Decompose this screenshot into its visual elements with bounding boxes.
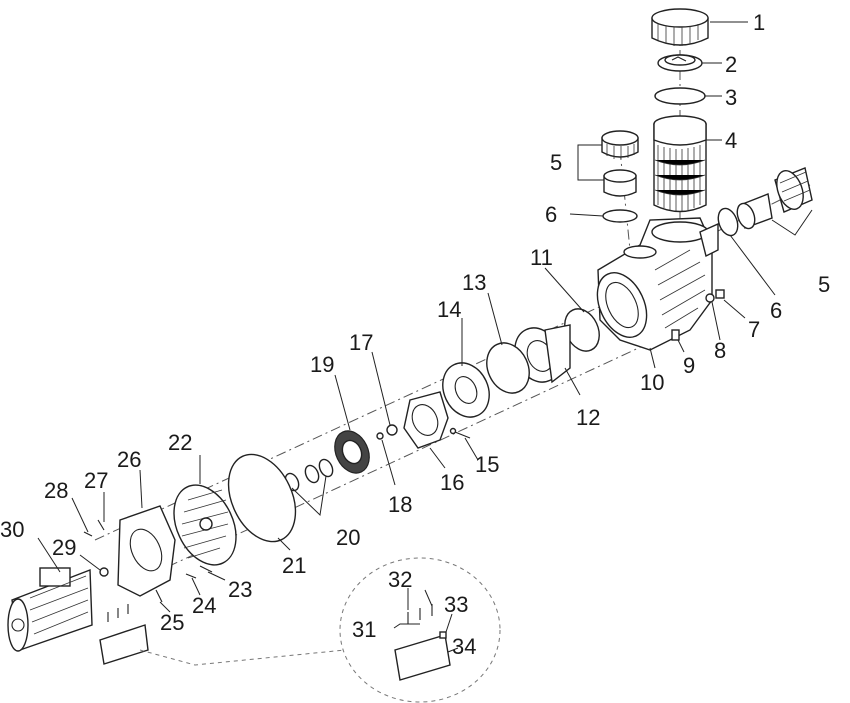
- part-strainer-basket: [653, 115, 707, 213]
- part-oring-right: [717, 207, 739, 237]
- callout-4: 4: [725, 128, 737, 153]
- callout-14: 14: [437, 297, 461, 322]
- part-drain-plugs: [671, 289, 725, 341]
- callout-11: 11: [530, 245, 553, 270]
- callout-12: 12: [576, 405, 600, 430]
- callout-27: 27: [84, 468, 108, 493]
- callout-6-left: 6: [545, 202, 557, 227]
- detail-callout-view: [139, 557, 501, 703]
- callout-15: 15: [475, 452, 499, 477]
- callout-18: 18: [388, 492, 412, 517]
- callout-5-left: 5: [550, 150, 562, 175]
- callout-19: 19: [310, 352, 334, 377]
- callout-21: 21: [282, 553, 306, 578]
- callout-1: 1: [753, 10, 765, 35]
- callout-10: 10: [640, 370, 664, 395]
- part-impeller: [334, 430, 370, 474]
- part-motor-foot: [99, 604, 149, 665]
- callout-32: 32: [388, 567, 412, 592]
- callout-5-right: 5: [818, 272, 830, 297]
- part-housing-oring: [227, 453, 297, 543]
- callout-6-right: 6: [770, 298, 782, 323]
- part-union-left: [601, 130, 639, 197]
- part-motor: [7, 567, 93, 652]
- part-lid-ring: [651, 8, 709, 46]
- callout-34: 34: [452, 634, 476, 659]
- part-lid-oring: [654, 87, 706, 105]
- part-seals-17-18: [376, 424, 398, 440]
- part-seal-plate: [442, 362, 490, 418]
- callout-2: 2: [725, 52, 737, 77]
- callout-7: 7: [748, 317, 760, 342]
- callout-labels: 1 2 3 4 5 6 11 13 14 17 19 5 6 7 8 9 10 …: [0, 10, 830, 659]
- part-lid: [657, 54, 703, 72]
- callout-24: 24: [192, 593, 216, 618]
- callout-3: 3: [725, 85, 737, 110]
- part-adapter-cover: [173, 484, 237, 566]
- part-motor-bracket: [117, 505, 176, 597]
- part-seal-plate-oring: [486, 342, 530, 394]
- part-shaft-seal: [284, 458, 334, 492]
- part-bracket-16: [403, 391, 449, 449]
- callout-8: 8: [714, 338, 726, 363]
- callout-33: 33: [444, 592, 468, 617]
- callout-31: 31: [352, 617, 376, 642]
- callout-17: 17: [349, 330, 373, 355]
- callout-25: 25: [160, 610, 184, 635]
- part-screws-23-25: [155, 565, 213, 603]
- part-screws-15: [449, 427, 471, 439]
- callout-22: 22: [168, 430, 192, 455]
- part-pump-housing: [596, 217, 719, 351]
- callout-9: 9: [683, 353, 695, 378]
- part-union-right: [736, 167, 813, 230]
- callout-28: 28: [44, 478, 68, 503]
- leader-lines: [37, 21, 813, 653]
- callout-16: 16: [440, 470, 464, 495]
- callout-23: 23: [228, 577, 252, 602]
- callout-26: 26: [117, 447, 141, 472]
- callout-20: 20: [336, 525, 360, 550]
- callout-29: 29: [52, 535, 76, 560]
- part-bracket-fasteners: [83, 519, 109, 577]
- part-oring-left: [602, 209, 638, 223]
- callout-13: 13: [462, 270, 486, 295]
- callout-30: 30: [0, 517, 24, 542]
